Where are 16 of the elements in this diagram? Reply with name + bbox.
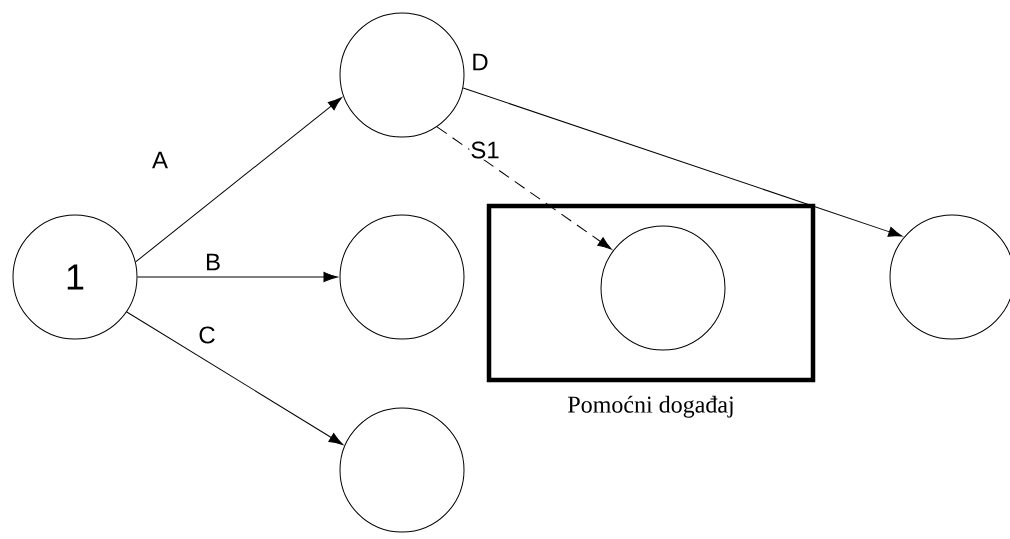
arrow [462,87,903,237]
event-circle [600,225,726,351]
edge-label: S1 [469,140,501,160]
event-circle [339,407,465,533]
arrow [436,126,612,250]
node-label: Pomoćni događaj [568,395,733,418]
arrow [126,311,344,445]
arrow [137,271,338,283]
edge-label: C [197,325,217,345]
edge-label: D [470,52,490,72]
event-circle [339,214,465,340]
edge-label: B [204,252,222,272]
event-frame: Pomoćni događaj [486,203,816,418]
edge-label: A [151,150,169,170]
arrow [135,97,342,263]
event-circle [339,12,465,138]
